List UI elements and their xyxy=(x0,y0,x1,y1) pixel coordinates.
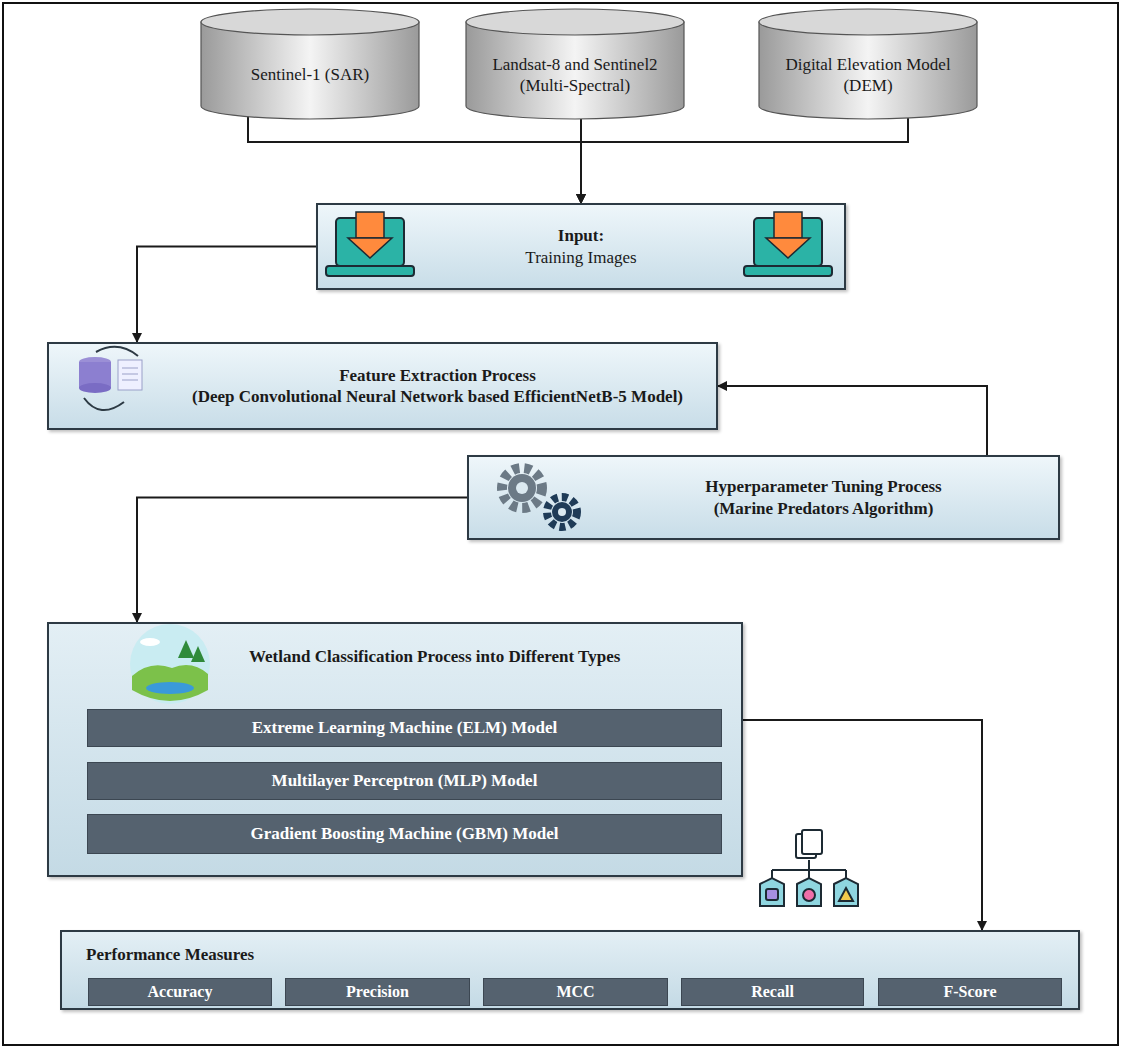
flow-arrow xyxy=(137,498,467,623)
metric-box: MCC xyxy=(483,978,668,1006)
flow-arrow xyxy=(248,114,581,203)
node-title: Extreme Learning Machine (ELM) Model xyxy=(252,717,558,738)
flow-arrow xyxy=(718,386,987,455)
classification-panel: Wetland Classification Process into Diff… xyxy=(47,622,743,877)
node-title: Digital Elevation Model (DEM) xyxy=(772,54,964,97)
model-box: Extreme Learning Machine (ELM) Model xyxy=(87,709,722,747)
node-title: F-Score xyxy=(943,982,996,1002)
metric-box: F-Score xyxy=(878,978,1062,1006)
node-title: Feature Extraction Process xyxy=(339,365,536,386)
metric-box: Accuracy xyxy=(88,978,272,1006)
node-title: Wetland Classification Process into Diff… xyxy=(249,646,719,667)
node-title: Sentinel-1 (SAR) xyxy=(251,64,370,85)
node-subtitle: (Marine Predators Algorithm) xyxy=(714,498,934,519)
input-box: Input:Training Images xyxy=(316,203,846,290)
data-source-cylinder: Digital Elevation Model (DEM) xyxy=(758,8,978,120)
flow-arrow xyxy=(137,247,316,343)
download-laptop-icon xyxy=(744,212,832,276)
node-title: Multilayer Perceptron (MLP) Model xyxy=(272,770,538,791)
node-title: MCC xyxy=(556,982,594,1002)
node-title: Accuracy xyxy=(148,982,213,1002)
hierarchy-icon xyxy=(760,830,858,906)
process-box: Hyperparameter Tuning Process(Marine Pre… xyxy=(467,455,1060,540)
download-laptop-icon xyxy=(326,212,414,276)
flow-arrow xyxy=(581,114,908,203)
gear-icon xyxy=(502,468,577,527)
flow-arrow xyxy=(743,720,982,930)
node-title: Precision xyxy=(346,982,409,1002)
model-box: Gradient Boosting Machine (GBM) Model xyxy=(87,814,722,854)
metric-box: Precision xyxy=(285,978,470,1006)
node-subtitle: (Deep Convolutional Neural Network based… xyxy=(192,386,683,407)
process-box: Feature Extraction Process(Deep Convolut… xyxy=(47,342,718,430)
node-title: Input: xyxy=(558,225,604,246)
wetland-icon xyxy=(130,624,210,704)
node-title: Recall xyxy=(751,982,794,1002)
model-box: Multilayer Perceptron (MLP) Model xyxy=(87,762,722,800)
node-title: Performance Measures xyxy=(86,944,254,965)
measures-panel: Performance MeasuresAccuracy Precision MCC… xyxy=(60,930,1080,1010)
database-icon xyxy=(79,347,142,410)
node-title: Hyperparameter Tuning Process xyxy=(705,476,941,497)
cylinder-shape xyxy=(200,8,420,120)
metric-box: Recall xyxy=(681,978,864,1006)
data-source-cylinder: Landsat-8 and Sentinel2 (Multi-Spectral) xyxy=(465,8,685,120)
node-subtitle: Training Images xyxy=(525,247,636,268)
outer-border xyxy=(3,3,1118,1045)
node-title: Gradient Boosting Machine (GBM) Model xyxy=(251,823,559,844)
data-source-cylinder: Sentinel-1 (SAR) xyxy=(200,8,420,120)
node-title: Landsat-8 and Sentinel2 (Multi-Spectral) xyxy=(479,54,671,97)
